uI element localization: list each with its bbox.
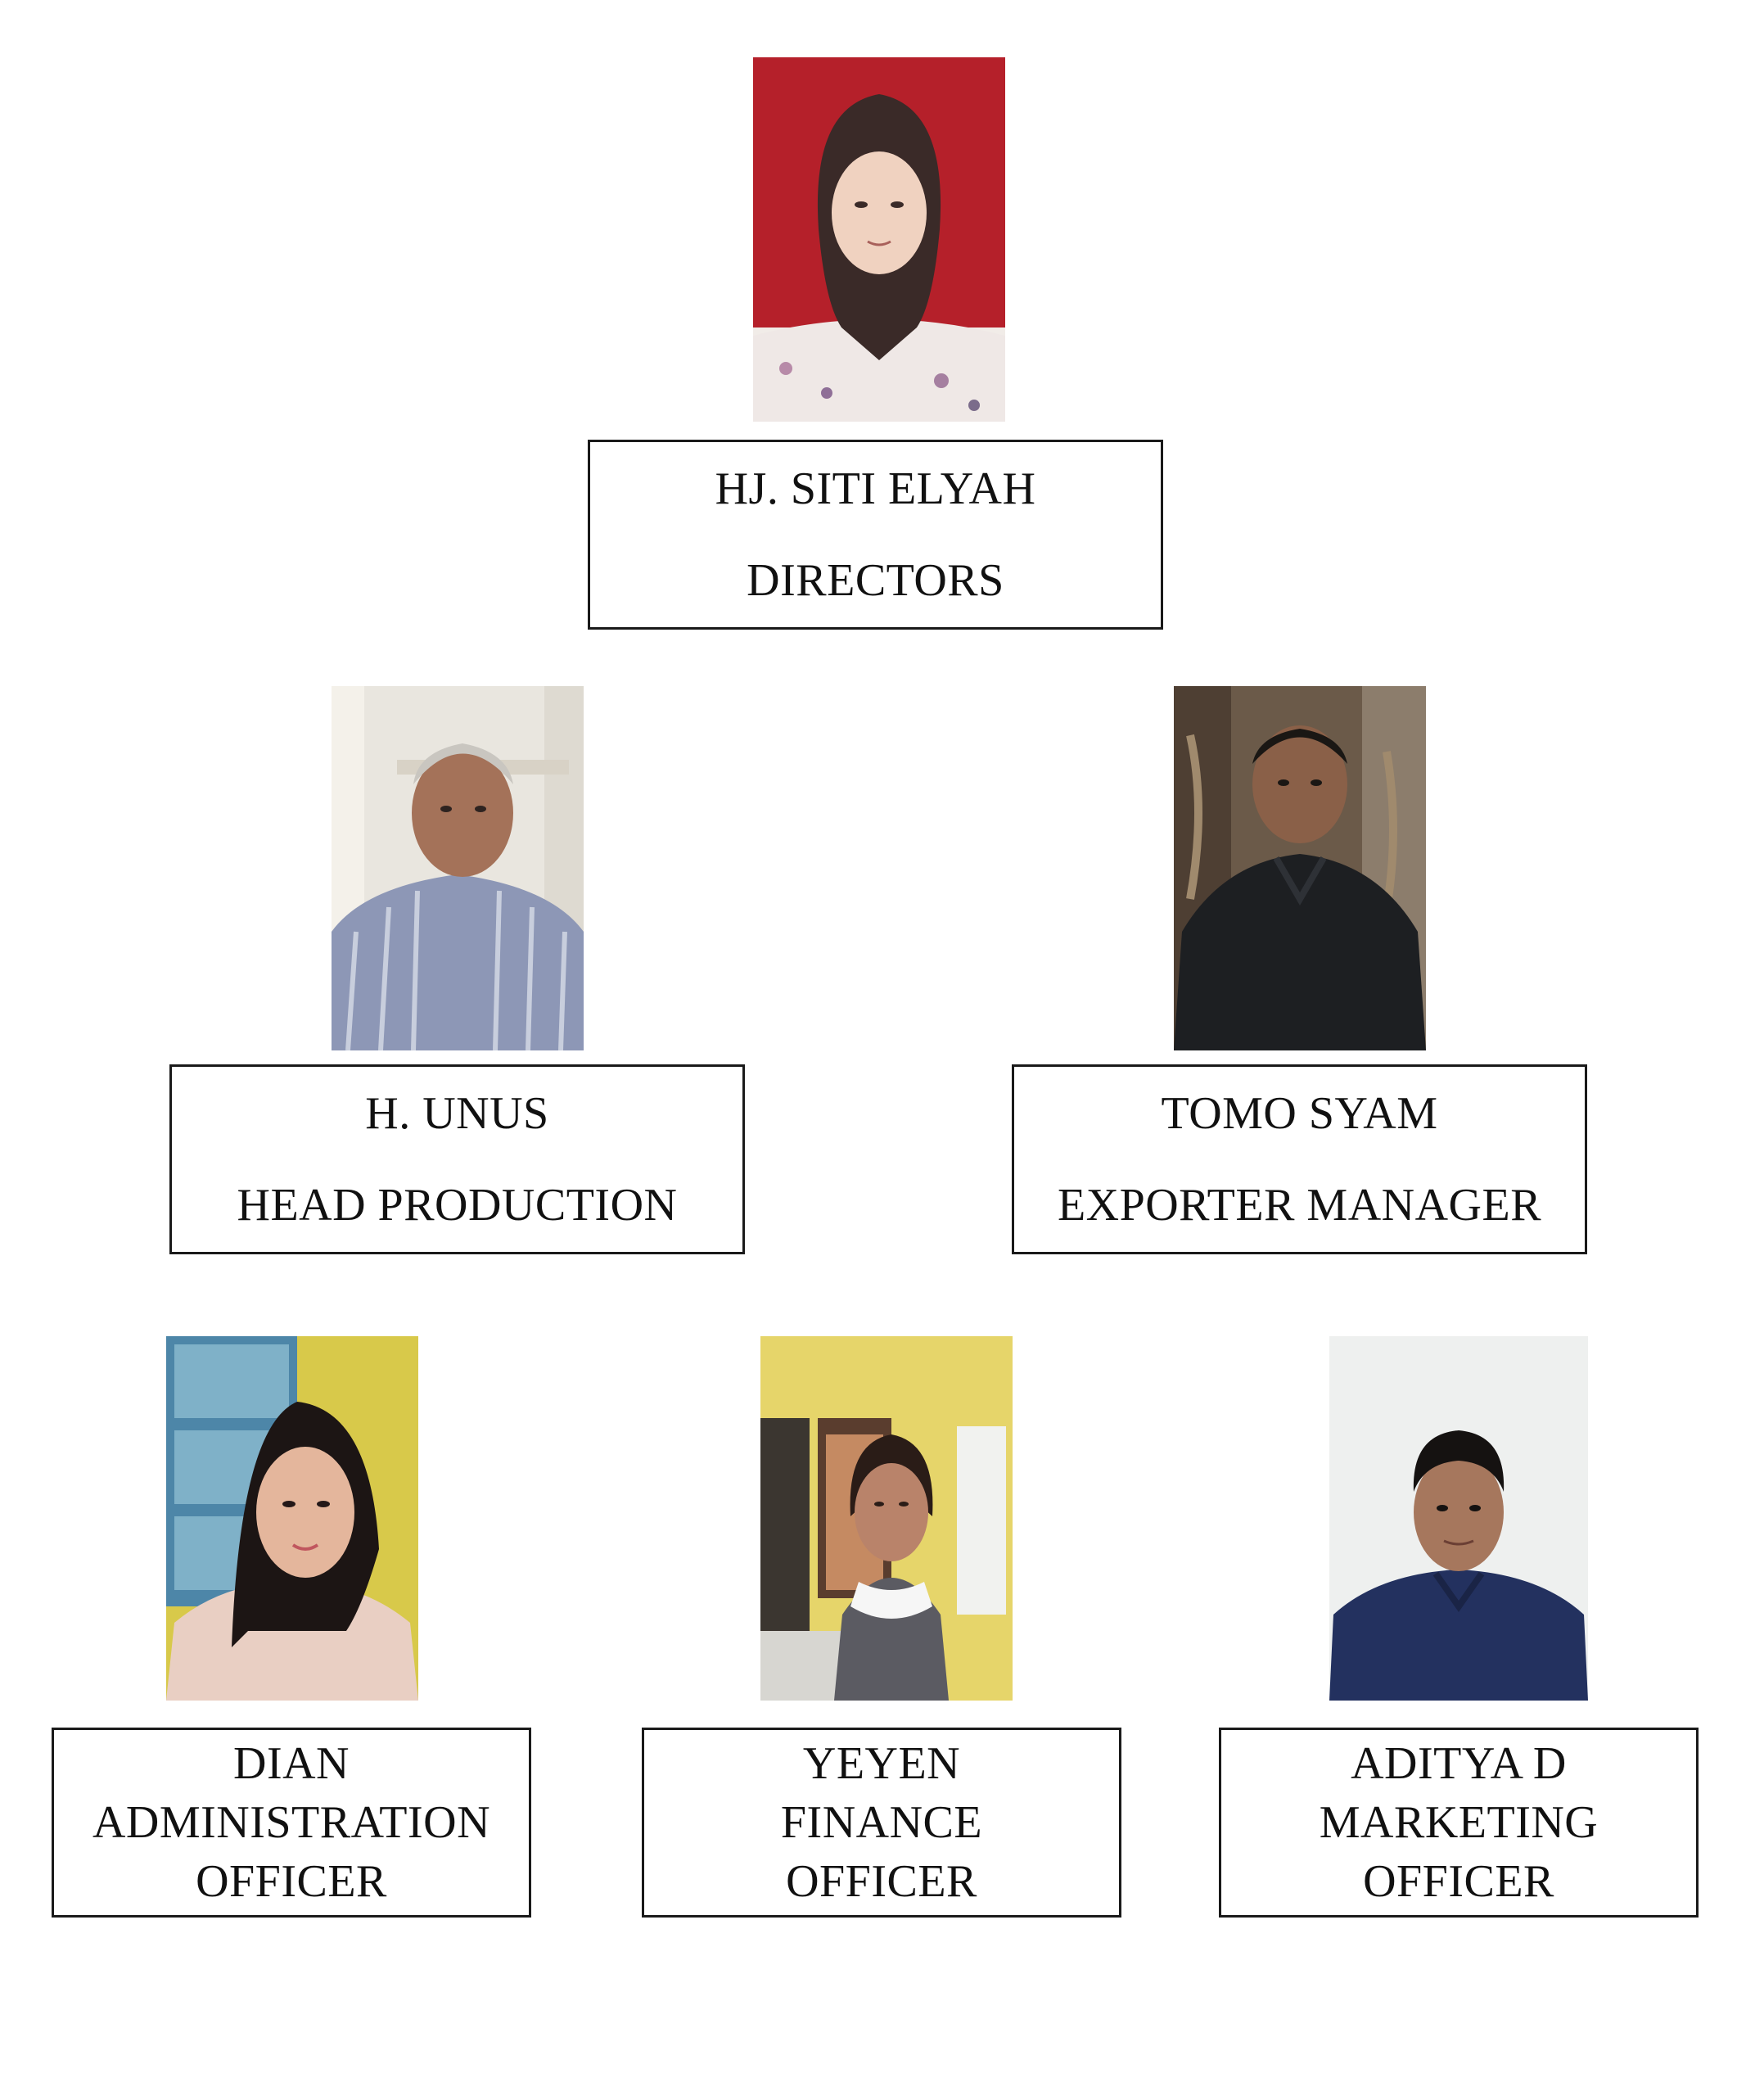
director-box: HJ. SITI ELYAH DIRECTORS	[588, 440, 1163, 630]
administration-officer-name: DIAN	[233, 1738, 350, 1789]
administration-officer-photo	[166, 1336, 418, 1701]
administration-officer-role-line2: OFFICER	[196, 1856, 387, 1907]
administration-officer-box: DIAN ADMINISTRATION OFFICER	[52, 1728, 531, 1918]
exporter-manager-role: EXPORTER MANAGER	[1057, 1180, 1542, 1231]
director-name: HJ. SITI ELYAH	[715, 463, 1036, 514]
marketing-officer-role-line1: MARKETING	[1319, 1797, 1599, 1848]
finance-officer-role-line1: FINANCE	[780, 1797, 983, 1848]
exporter-manager-name: TOMO SYAM	[1161, 1088, 1438, 1139]
marketing-officer-photo	[1329, 1336, 1588, 1701]
director-role: DIRECTORS	[747, 555, 1004, 606]
administration-officer-role-line1: ADMINISTRATION	[92, 1797, 491, 1848]
head-production-role: HEAD PRODUCTION	[237, 1180, 678, 1231]
finance-officer-box: YEYEN FINANCE OFFICER	[642, 1728, 1121, 1918]
exporter-manager-photo	[1174, 686, 1426, 1050]
marketing-officer-name: ADITYA D	[1351, 1738, 1567, 1789]
head-production-name: H. UNUS	[365, 1088, 549, 1139]
head-production-photo	[332, 686, 584, 1050]
head-production-box: H. UNUS HEAD PRODUCTION	[169, 1064, 745, 1254]
marketing-officer-box: ADITYA D MARKETING OFFICER	[1219, 1728, 1699, 1918]
exporter-manager-box: TOMO SYAM EXPORTER MANAGER	[1012, 1064, 1587, 1254]
finance-officer-role-line2: OFFICER	[786, 1856, 977, 1907]
finance-officer-photo	[760, 1336, 1013, 1701]
finance-officer-name: YEYEN	[802, 1738, 961, 1789]
director-photo	[753, 57, 1005, 422]
marketing-officer-role-line2: OFFICER	[1363, 1856, 1554, 1907]
